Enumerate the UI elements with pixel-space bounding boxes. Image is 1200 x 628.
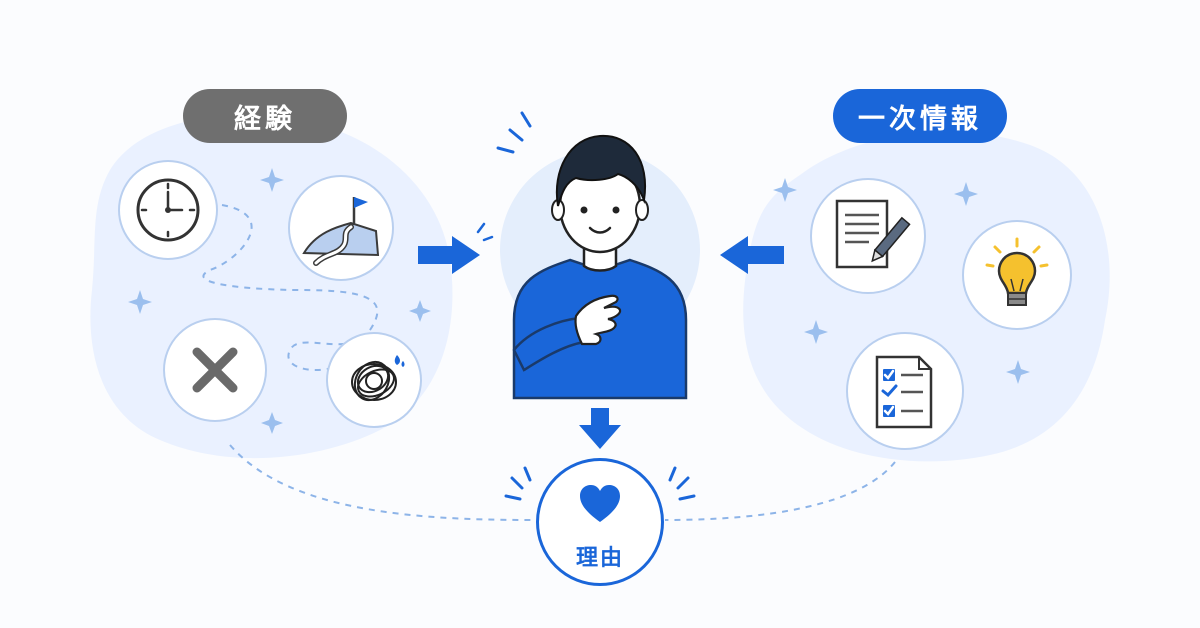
lightbulb-icon	[985, 237, 1049, 306]
person-hand	[574, 294, 622, 346]
arrow-left-icon	[720, 236, 784, 274]
sparkle-icon	[804, 320, 828, 344]
clock-icon	[136, 178, 200, 242]
document-circle	[810, 178, 926, 294]
right-to-reason-line	[664, 461, 896, 521]
sparkle-icon	[261, 412, 283, 434]
left-to-reason-line	[229, 444, 536, 521]
emphasis-marks	[496, 111, 532, 154]
person-illustration	[512, 134, 688, 400]
document-pen-icon	[835, 199, 911, 269]
primary-info-label: 一次情報	[833, 89, 1007, 143]
clock-circle	[118, 160, 218, 260]
x-mark-icon	[192, 347, 238, 393]
experience-label: 経験	[183, 89, 347, 143]
checklist-circle	[846, 332, 964, 450]
arrow-down-icon	[579, 408, 621, 449]
sparkle-icon	[954, 182, 978, 206]
reason-emphasis-marks	[504, 466, 696, 501]
mountain-path-flag-icon	[302, 197, 380, 266]
x-circle	[163, 318, 267, 422]
heart-icon	[580, 485, 620, 522]
mountain-circle	[288, 175, 394, 281]
sparkle-icon	[1006, 360, 1030, 384]
sparkle-icon	[773, 178, 797, 202]
arrow-right-icon	[418, 222, 494, 274]
tangled-scribble-icon	[351, 355, 405, 402]
sparkle-icon	[260, 168, 284, 192]
tangle-circle	[326, 332, 422, 428]
checklist-icon	[875, 355, 933, 429]
sparkle-icon	[409, 300, 431, 322]
sparkle-icon	[128, 290, 152, 314]
reason-label: 理由	[575, 546, 624, 571]
person-hair	[555, 134, 647, 207]
bulb-circle	[962, 220, 1072, 330]
